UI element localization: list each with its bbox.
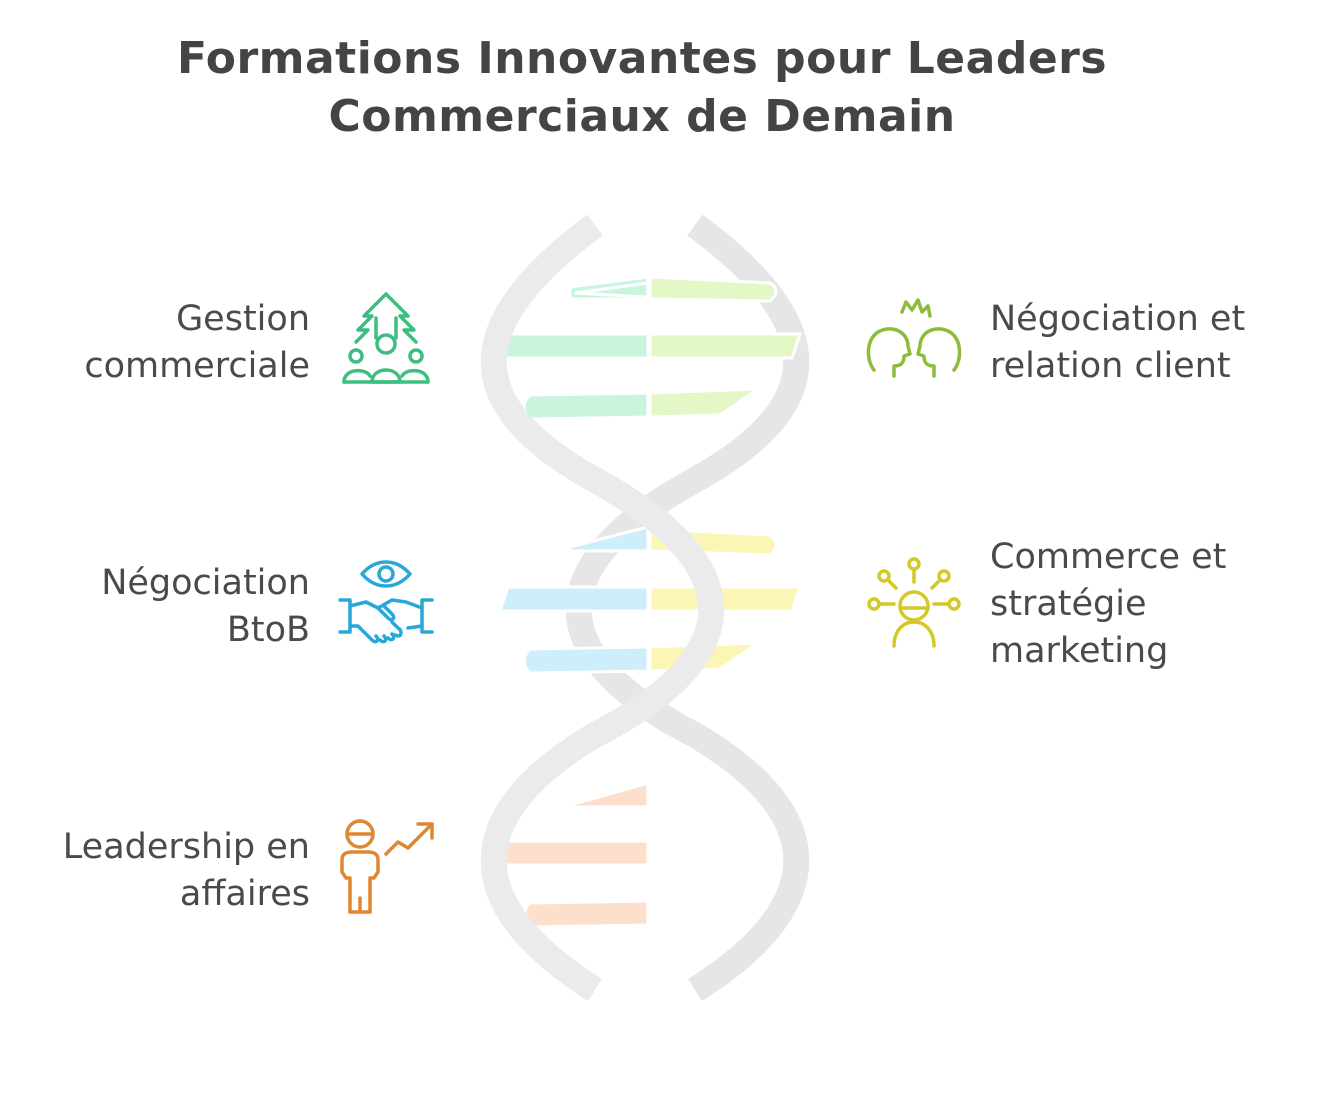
label-leadership-affaires: Leadership en affaires	[62, 827, 310, 914]
rung-group-3	[497, 781, 650, 929]
strategy-person-icon	[867, 557, 961, 648]
team-growth-icon	[342, 292, 430, 384]
two-heads-icon	[866, 298, 962, 378]
rung-group-2	[497, 525, 803, 675]
helix-strand-front	[480, 215, 725, 1000]
label-gestion-commerciale: Gestion commerciale	[84, 299, 310, 386]
label-commerce-strategie-marketing: Commerce et stratégie marketing	[990, 537, 1227, 671]
rung-group-1	[497, 275, 803, 421]
dna-helix	[480, 215, 810, 1000]
person-growth-icon	[340, 819, 434, 914]
label-negociation-btob: Négociation BtoB	[101, 563, 310, 650]
handshake-eye-icon	[338, 560, 434, 644]
diagram-title: Formations Innovantes pour Leaders Comme…	[0, 30, 1284, 146]
title-line-2: Commerciaux de Demain	[328, 91, 956, 142]
title-line-1: Formations Innovantes pour Leaders	[176, 33, 1108, 84]
label-negociation-relation-client: Négociation et relation client	[990, 299, 1246, 386]
